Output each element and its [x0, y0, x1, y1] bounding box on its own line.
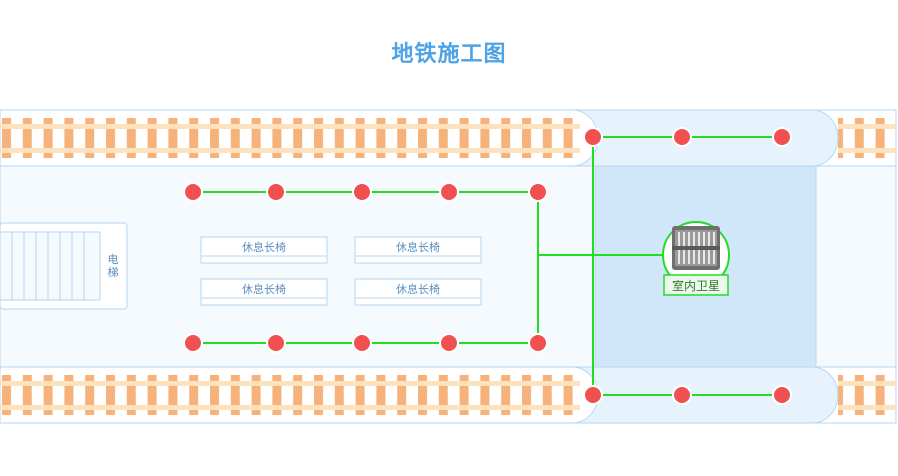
- indoor-satellite-antenna-icon: [672, 226, 720, 270]
- bench-label: 休息长椅: [396, 240, 440, 254]
- node: [583, 385, 603, 405]
- bench-1: 休息长椅: [200, 236, 328, 264]
- bench-label: 休息长椅: [396, 282, 440, 296]
- bench-4: 休息长椅: [354, 278, 482, 306]
- node: [352, 182, 372, 202]
- node: [772, 127, 792, 147]
- node: [439, 182, 459, 202]
- node: [439, 333, 459, 353]
- node: [528, 182, 548, 202]
- node: [772, 385, 792, 405]
- elevator: 电 梯: [0, 222, 128, 310]
- node: [266, 182, 286, 202]
- nodes: [183, 127, 792, 405]
- node: [672, 127, 692, 147]
- elevator-label-char-2: 梯: [108, 266, 119, 279]
- indoor-satellite[interactable]: 室内卫星: [662, 221, 730, 296]
- node: [672, 385, 692, 405]
- node: [266, 333, 286, 353]
- node: [183, 333, 203, 353]
- satellite-label-box: [663, 274, 729, 296]
- node: [352, 333, 372, 353]
- satellite-label: 室内卫星: [672, 278, 720, 293]
- elevator-label-char-1: 电: [108, 253, 119, 266]
- bench-label: 休息长椅: [242, 282, 286, 296]
- bench-2: 休息长椅: [354, 236, 482, 264]
- bench-3: 休息长椅: [200, 278, 328, 306]
- node: [528, 333, 548, 353]
- page-title: 地铁施工图: [391, 42, 507, 67]
- node: [183, 182, 203, 202]
- node: [583, 127, 603, 147]
- bench-label: 休息长椅: [242, 240, 286, 254]
